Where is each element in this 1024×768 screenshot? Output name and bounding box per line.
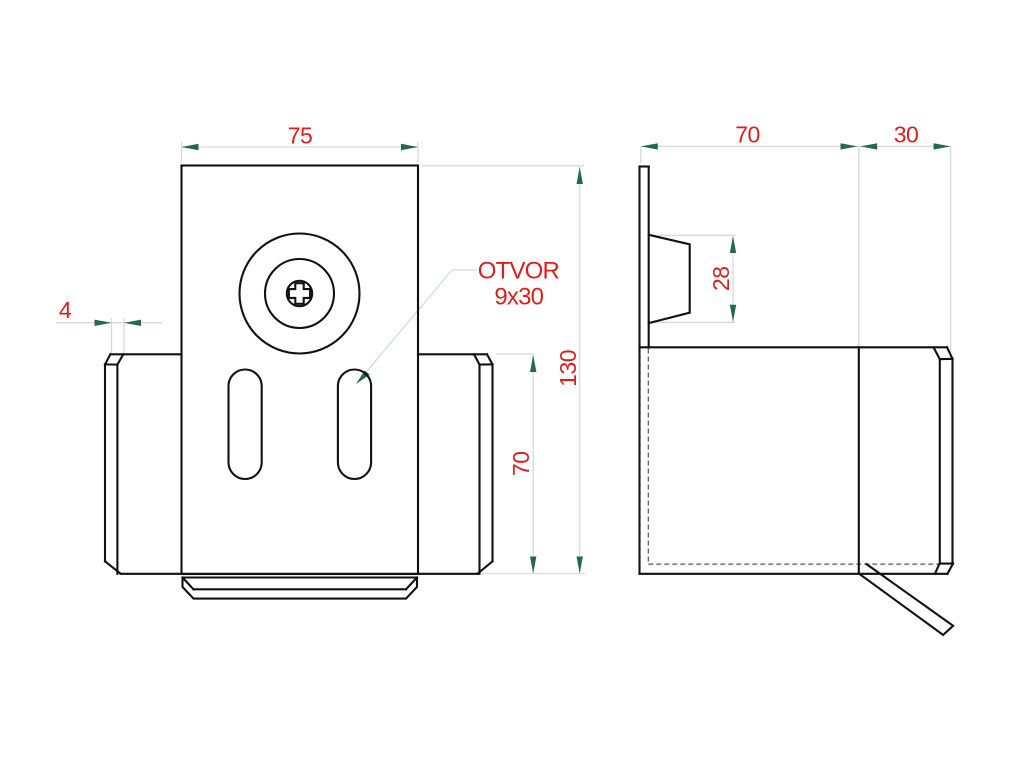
svg-text:OTVOR: OTVOR bbox=[478, 257, 560, 284]
svg-text:70: 70 bbox=[508, 451, 534, 476]
svg-text:75: 75 bbox=[288, 122, 313, 148]
svg-text:28: 28 bbox=[708, 266, 734, 291]
svg-text:130: 130 bbox=[555, 350, 581, 387]
svg-text:30: 30 bbox=[894, 122, 919, 148]
svg-text:4: 4 bbox=[59, 297, 72, 323]
svg-text:70: 70 bbox=[735, 122, 760, 148]
svg-text:9x30: 9x30 bbox=[494, 284, 543, 311]
